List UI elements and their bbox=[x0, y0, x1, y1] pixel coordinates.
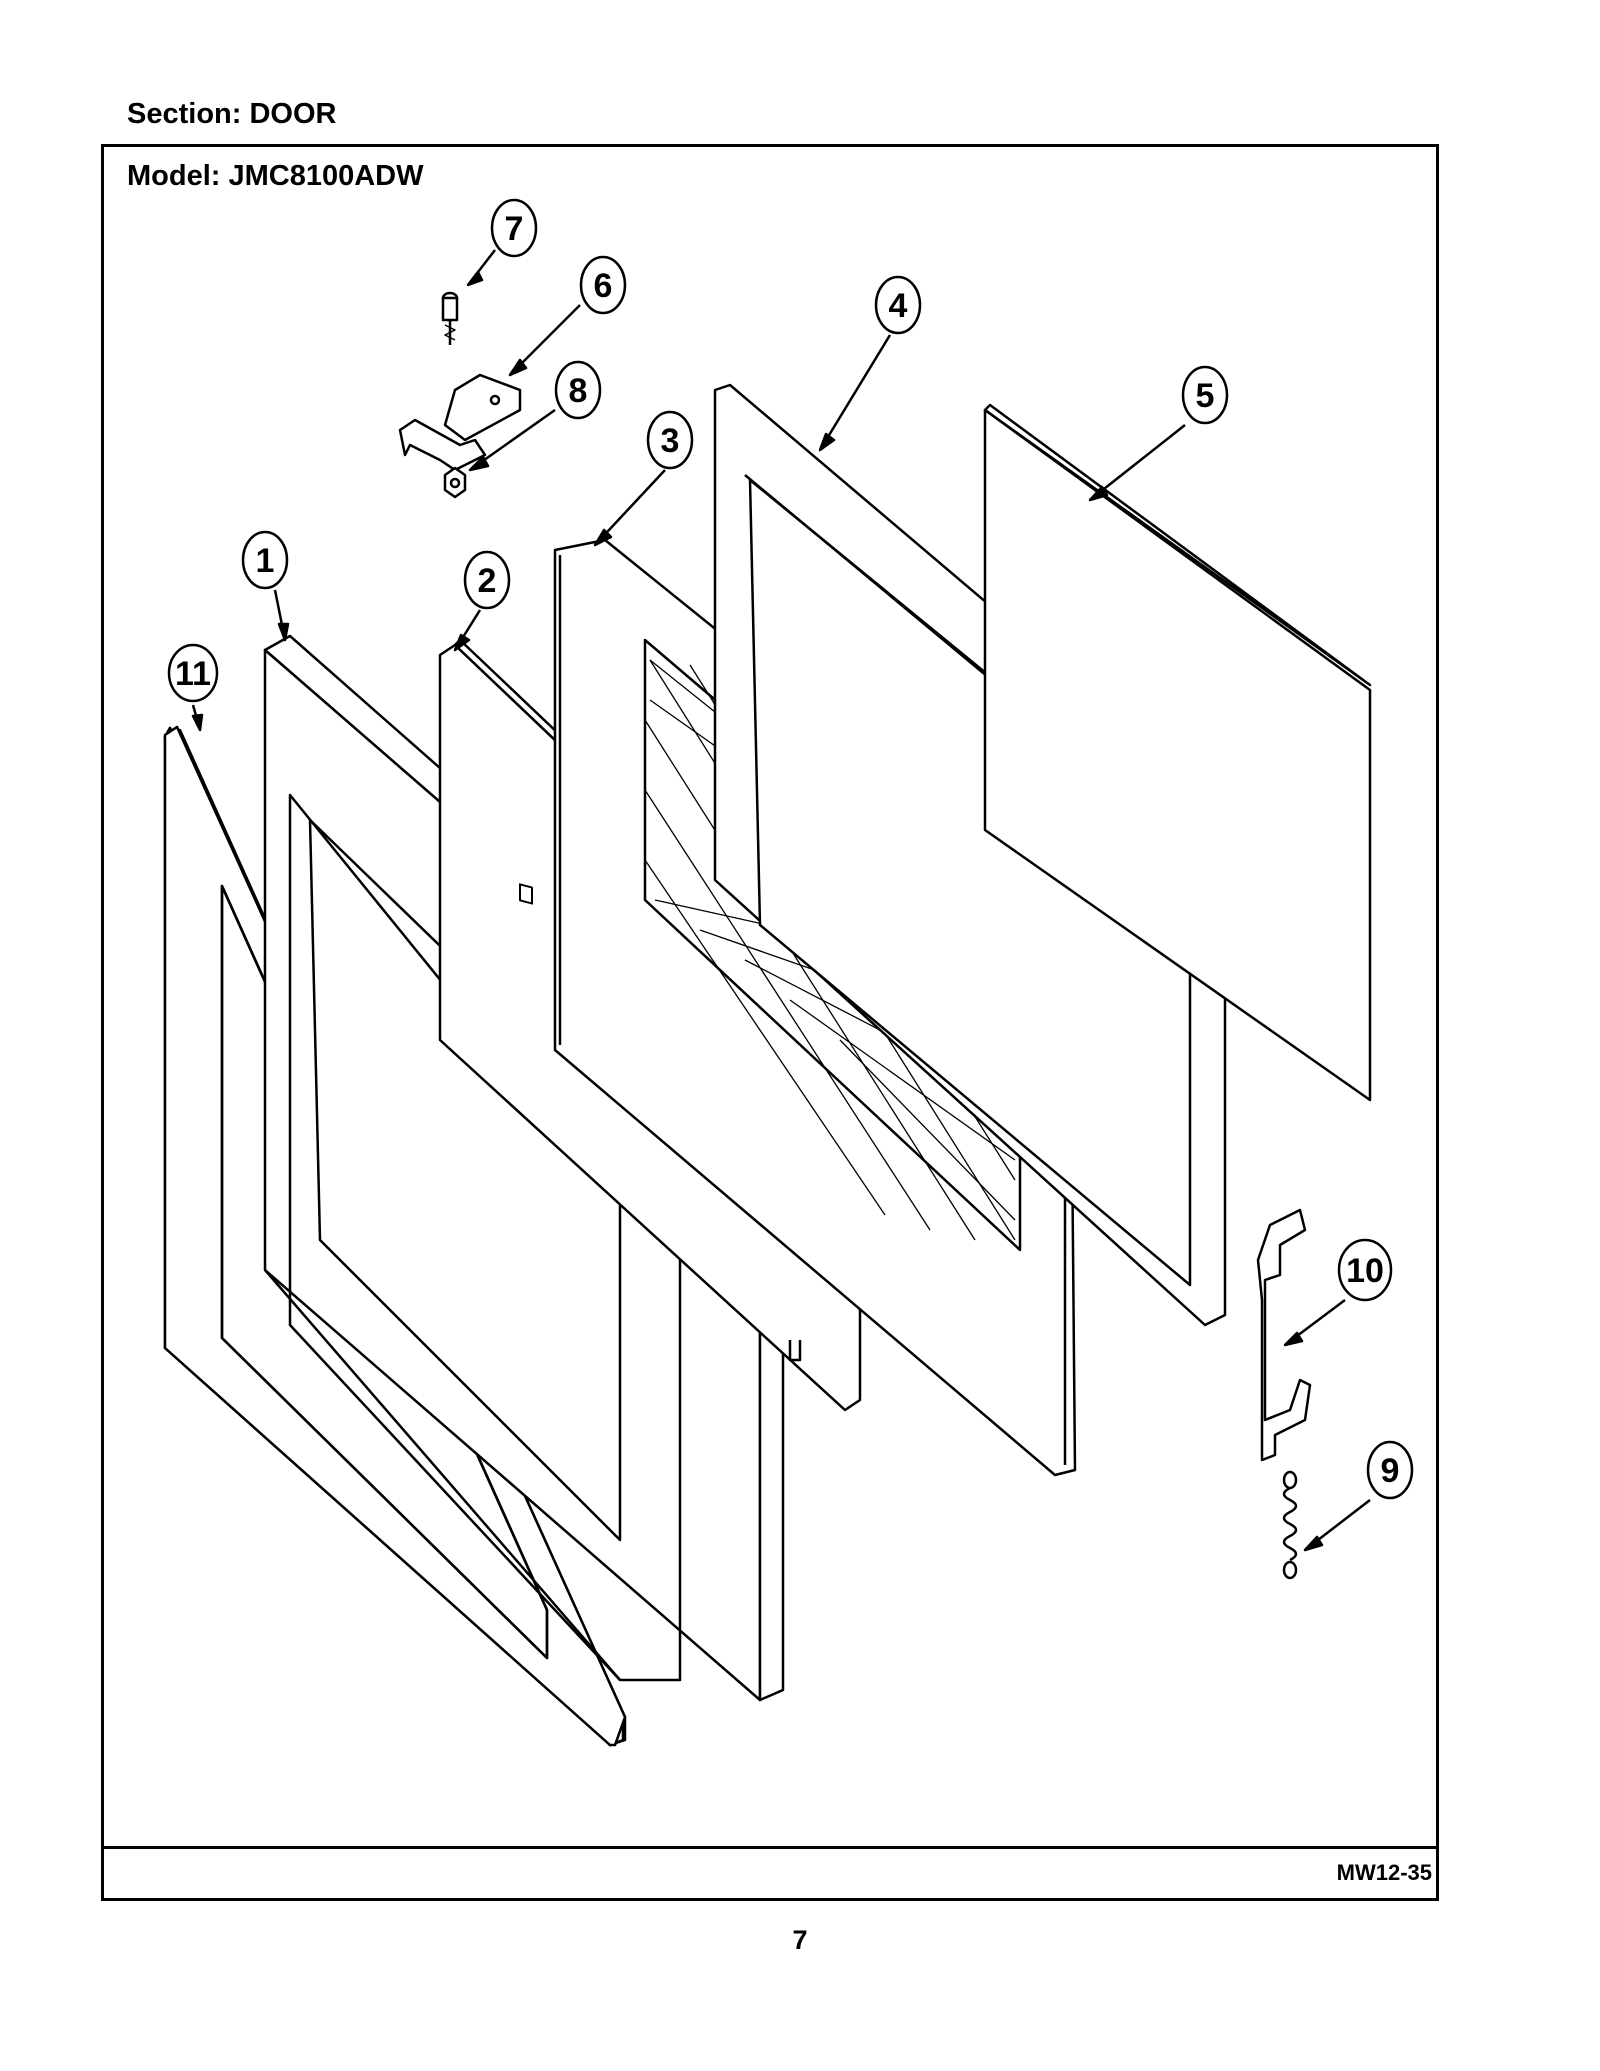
callout-8: 8 bbox=[554, 360, 602, 420]
callout-markers: 7 6 8 4 5 3 1 2 bbox=[167, 198, 1414, 1500]
callout-leaders bbox=[191, 249, 1371, 1552]
section-title: Section: DOOR bbox=[127, 98, 337, 130]
callout-4-label: 4 bbox=[889, 287, 908, 325]
part-4-door-seal-frame bbox=[713, 383, 1227, 1327]
callout-4: 4 bbox=[874, 275, 922, 335]
callout-2-label: 2 bbox=[478, 562, 497, 600]
part-5-glass-panel bbox=[983, 403, 1372, 1102]
callout-5: 5 bbox=[1181, 365, 1229, 425]
callout-10-label: 10 bbox=[1346, 1252, 1384, 1290]
part-9-spring bbox=[1282, 1470, 1298, 1580]
callout-9: 9 bbox=[1366, 1440, 1414, 1500]
callout-3: 3 bbox=[646, 410, 694, 470]
callout-11: 11 bbox=[167, 643, 219, 703]
callout-9-label: 9 bbox=[1381, 1452, 1400, 1490]
part-10-latch-hook bbox=[1256, 1208, 1312, 1462]
footer-divider bbox=[101, 1846, 1439, 1849]
part-6-hinge bbox=[398, 373, 522, 472]
page-number: 7 bbox=[792, 1925, 808, 1955]
model-title: Model: JMC8100ADW bbox=[127, 160, 424, 192]
document-code: MW12-35 bbox=[1336, 1860, 1432, 1885]
callout-11-label: 11 bbox=[175, 655, 211, 693]
callout-10: 10 bbox=[1337, 1238, 1393, 1302]
callout-1: 1 bbox=[241, 530, 289, 590]
callout-6-label: 6 bbox=[594, 267, 613, 305]
part-7-screw bbox=[441, 291, 459, 345]
callout-7: 7 bbox=[490, 198, 538, 258]
diagram-frame bbox=[101, 144, 1439, 1901]
callout-1-label: 1 bbox=[256, 542, 275, 580]
part-8-nut bbox=[443, 466, 467, 499]
callout-5-label: 5 bbox=[1196, 377, 1215, 415]
callout-3-label: 3 bbox=[661, 422, 680, 460]
callout-6: 6 bbox=[579, 255, 627, 315]
callout-2: 2 bbox=[463, 550, 511, 610]
callout-7-label: 7 bbox=[505, 210, 524, 248]
callout-8-label: 8 bbox=[569, 372, 588, 410]
